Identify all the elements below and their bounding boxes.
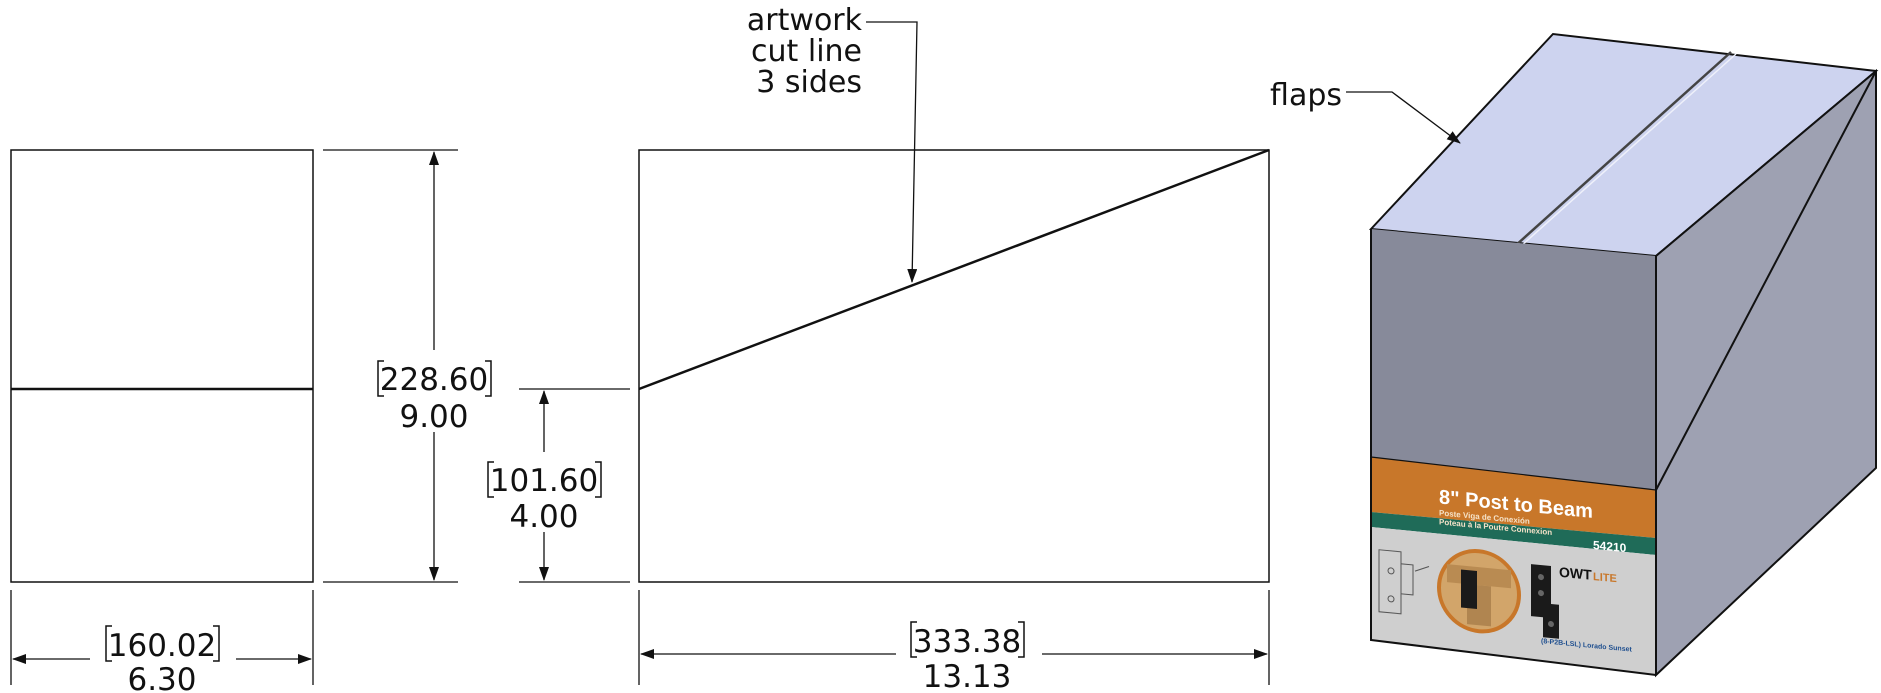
flaps-callout: flaps	[1270, 78, 1461, 144]
diagram-bolt	[1387, 595, 1395, 603]
side-view	[638, 148, 1270, 583]
bracket-left	[910, 621, 917, 658]
cut-line-leader	[866, 21, 918, 283]
bracket-hole	[1548, 621, 1554, 628]
low-height-imperial: 4.00	[509, 499, 578, 535]
label-teal-band	[1371, 512, 1656, 555]
right-width-metric: 333.38	[913, 624, 1021, 660]
package-label: 8" Post to Beam Poste Viga de Conexión P…	[1371, 457, 1656, 675]
bracket-left	[487, 461, 494, 498]
cut-line-label-line-1: artwork	[747, 3, 863, 38]
flaps-label: flaps	[1270, 78, 1342, 113]
left-view	[10, 149, 314, 583]
box-side-diagonal	[1655, 70, 1877, 491]
package-brand-suffix: LITE	[1593, 571, 1617, 585]
cut-line-label-line-3: 3 sides	[756, 65, 862, 100]
diagram-bracket	[1400, 563, 1414, 596]
bracket-right	[595, 461, 602, 498]
flaps-leader	[1346, 91, 1461, 144]
package-sku: 54210	[1593, 538, 1627, 555]
diagram-bolt	[1387, 567, 1395, 575]
left-width-imperial: 6.30	[127, 662, 196, 693]
low-height-dimension	[519, 388, 630, 583]
left-width-metric: 160.02	[108, 628, 216, 664]
box-3d: 8" Post to Beam Poste Viga de Conexión P…	[1368, 32, 1879, 678]
diagram-leader	[1414, 566, 1430, 572]
side-view-outline	[638, 149, 1270, 583]
bracket-hole	[1538, 574, 1544, 581]
installation-diagram	[1378, 549, 1430, 615]
box-front-face	[1371, 229, 1656, 490]
cut-line-label-line-2: cut line	[751, 34, 862, 69]
height-metric: 228.60	[380, 362, 488, 398]
height-imperial: 9.00	[399, 399, 468, 435]
flap-seam	[1514, 51, 1732, 247]
bracket-left	[105, 625, 112, 662]
height-dimension	[323, 149, 458, 583]
label-orange-band	[1371, 457, 1656, 538]
bracket-right	[213, 625, 220, 662]
label-artwork: 8" Post to Beam Poste Viga de Conexión P…	[1378, 486, 1632, 654]
bracket-right	[485, 360, 492, 397]
product-photo-circle	[1437, 549, 1521, 634]
right-width-imperial: 13.13	[923, 659, 1012, 693]
bracket-left	[377, 360, 384, 397]
flap-seam-highlight	[1519, 53, 1737, 248]
bracket-product-image	[1531, 564, 1559, 639]
left-width-dimension	[10, 590, 314, 685]
left-view-outline	[10, 149, 314, 583]
bracket-right	[1018, 621, 1025, 658]
photo-bracket	[1461, 569, 1477, 610]
package-brand: OWT	[1559, 564, 1592, 583]
box-outline	[1370, 229, 1657, 676]
bracket-hole	[1538, 590, 1544, 597]
box-label-edge	[1370, 456, 1657, 491]
cut-line-callout: artwork cut line 3 sides	[747, 3, 918, 283]
right-width-dimension	[638, 590, 1270, 685]
artwork-cut-line	[638, 148, 1270, 391]
low-height-metric: 101.60	[490, 463, 598, 499]
